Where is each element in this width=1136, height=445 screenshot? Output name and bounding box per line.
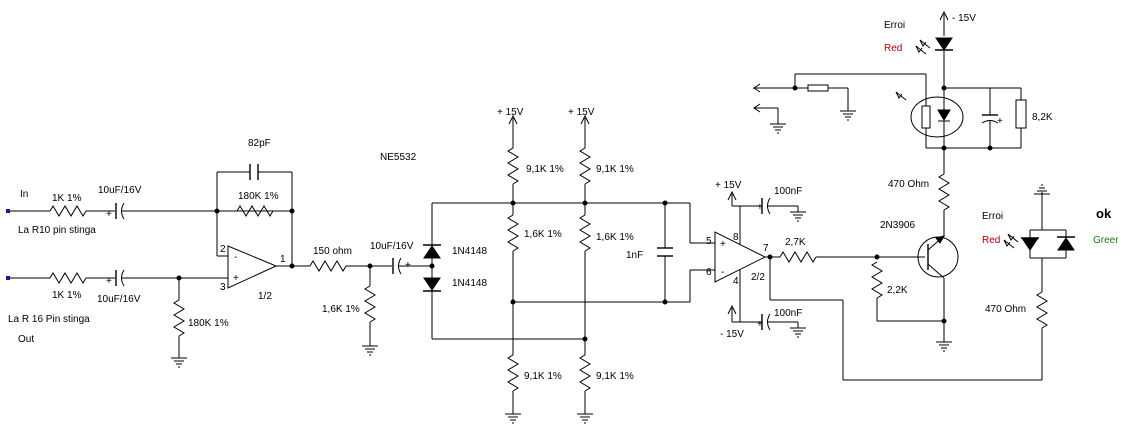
label-minus1: - xyxy=(234,252,237,263)
label-pin3: 3 xyxy=(220,282,226,293)
label-r-series: 150 ohm xyxy=(313,246,352,257)
label-half1: 1/2 xyxy=(258,291,272,302)
label-r-bot-a: 9,1K 1% xyxy=(524,371,562,382)
label-pin2: 2 xyxy=(220,244,226,255)
led-error-bottom xyxy=(1021,237,1039,251)
label-plus2: + xyxy=(720,239,726,250)
label-vplus-3: + 15V xyxy=(715,180,742,191)
resistor-r-led xyxy=(938,173,950,211)
label-r-bot-b: 9,1K 1% xyxy=(596,371,634,382)
label-plus-c5: + xyxy=(757,319,763,330)
opamp-2 xyxy=(714,231,767,283)
label-minus2: - xyxy=(721,267,724,278)
diode-d1 xyxy=(423,245,441,259)
label-r-out: 2,7K xyxy=(785,237,806,248)
label-pin7: 7 xyxy=(763,243,769,254)
label-out: Out xyxy=(18,334,34,345)
label-vplus-b: + 15V xyxy=(568,107,595,118)
label-r-gnd: 180K 1% xyxy=(188,318,229,329)
label-r-top-b: 9,1K 1% xyxy=(596,164,634,175)
label-plus-c6: + xyxy=(997,116,1003,127)
input-terminal-in xyxy=(6,209,10,213)
label-green: Greer xyxy=(1093,235,1119,246)
input-terminal-r16 xyxy=(6,276,10,280)
label-r-opto: 8,2K xyxy=(1032,112,1053,123)
label-ok: ok xyxy=(1096,206,1112,221)
label-d1: 1N4148 xyxy=(452,246,487,257)
label-pin5: 5 xyxy=(706,236,712,247)
label-r-bias: 2,2K xyxy=(887,285,908,296)
label-plus-c1: + xyxy=(106,209,112,220)
label-d2: 1N4148 xyxy=(452,278,487,289)
label-in-sub: La R10 pin stinga xyxy=(18,225,96,236)
label-pin1: 1 xyxy=(280,254,286,265)
label-plus1: + xyxy=(233,273,239,284)
diode-d2 xyxy=(423,277,441,291)
optocoupler xyxy=(910,96,964,138)
label-plus-c3: + xyxy=(405,260,411,271)
label-vminus-3: - 15V xyxy=(720,329,744,340)
label-error-bot: Erroi xyxy=(982,211,1003,222)
label-r-mid-a: 1,6K 1% xyxy=(524,229,562,240)
label-chip: NE5532 xyxy=(380,152,417,163)
label-plus-c2: + xyxy=(106,276,112,287)
label-c-plus: 100nF xyxy=(774,186,802,197)
label-c-minus: 100nF xyxy=(774,308,802,319)
label-c-in2: 10uF/16V xyxy=(97,294,141,305)
label-vplus-a: + 15V xyxy=(497,107,524,118)
resistor-r-top-a xyxy=(507,147,519,185)
resistor-r-mid-a xyxy=(507,214,519,252)
label-r-fb: 180K 1% xyxy=(238,191,279,202)
label-r-led2: 470 Ohm xyxy=(985,304,1026,315)
label-plus-c4: + xyxy=(757,202,763,213)
label-c-coupling: 10uF/16V xyxy=(370,241,414,252)
label-r16-sub: La R 16 Pin stinga xyxy=(8,314,90,325)
resistor-r-gnd xyxy=(173,299,185,337)
resistor-r-bias xyxy=(871,261,883,299)
label-red-top: Red xyxy=(884,43,902,54)
label-red-bot: Red xyxy=(982,235,1000,246)
resistor-r-fb xyxy=(236,205,274,217)
resistor-r-bot-a xyxy=(507,354,519,392)
led-error-top xyxy=(935,37,953,51)
resistor-r-series xyxy=(309,260,347,272)
label-r-top-a: 9,1K 1% xyxy=(526,164,564,175)
resistor-r-in2 xyxy=(49,272,87,284)
label-c-fb: 82pF xyxy=(248,138,271,149)
label-pin8: 8 xyxy=(733,232,739,243)
resistor-r-out xyxy=(779,251,817,263)
label-vneg: - 15V xyxy=(952,13,976,24)
label-pin4: 4 xyxy=(733,276,739,287)
resistor-r-mid-b xyxy=(579,214,591,252)
label-r-led: 470 Ohm xyxy=(888,179,929,190)
resistor-r-bot-b xyxy=(579,354,591,392)
resistor-r-in1 xyxy=(49,205,87,217)
label-in: In xyxy=(20,189,28,200)
label-error-top: Erroi xyxy=(884,20,905,31)
opamp-1 xyxy=(227,245,278,289)
led-ok-green xyxy=(1057,237,1075,251)
label-r-in1: 1K 1% xyxy=(52,193,82,204)
label-transistor: 2N3906 xyxy=(880,220,915,231)
resistor-r-opto xyxy=(1015,99,1027,129)
resistor-r-shunt xyxy=(364,285,376,323)
label-pin6: 6 xyxy=(706,267,712,278)
resistor-r-led2 xyxy=(1036,291,1048,329)
label-r-in2: 1K 1% xyxy=(52,290,82,301)
label-r-shunt: 1,6K 1% xyxy=(322,304,360,315)
label-c-filter: 1nF xyxy=(626,250,643,261)
label-half2: 2/2 xyxy=(751,272,765,283)
resistor-r-top-b xyxy=(579,147,591,185)
label-c-in1: 10uF/16V xyxy=(98,185,142,196)
label-r-mid-b: 1,6K 1% xyxy=(596,232,634,243)
